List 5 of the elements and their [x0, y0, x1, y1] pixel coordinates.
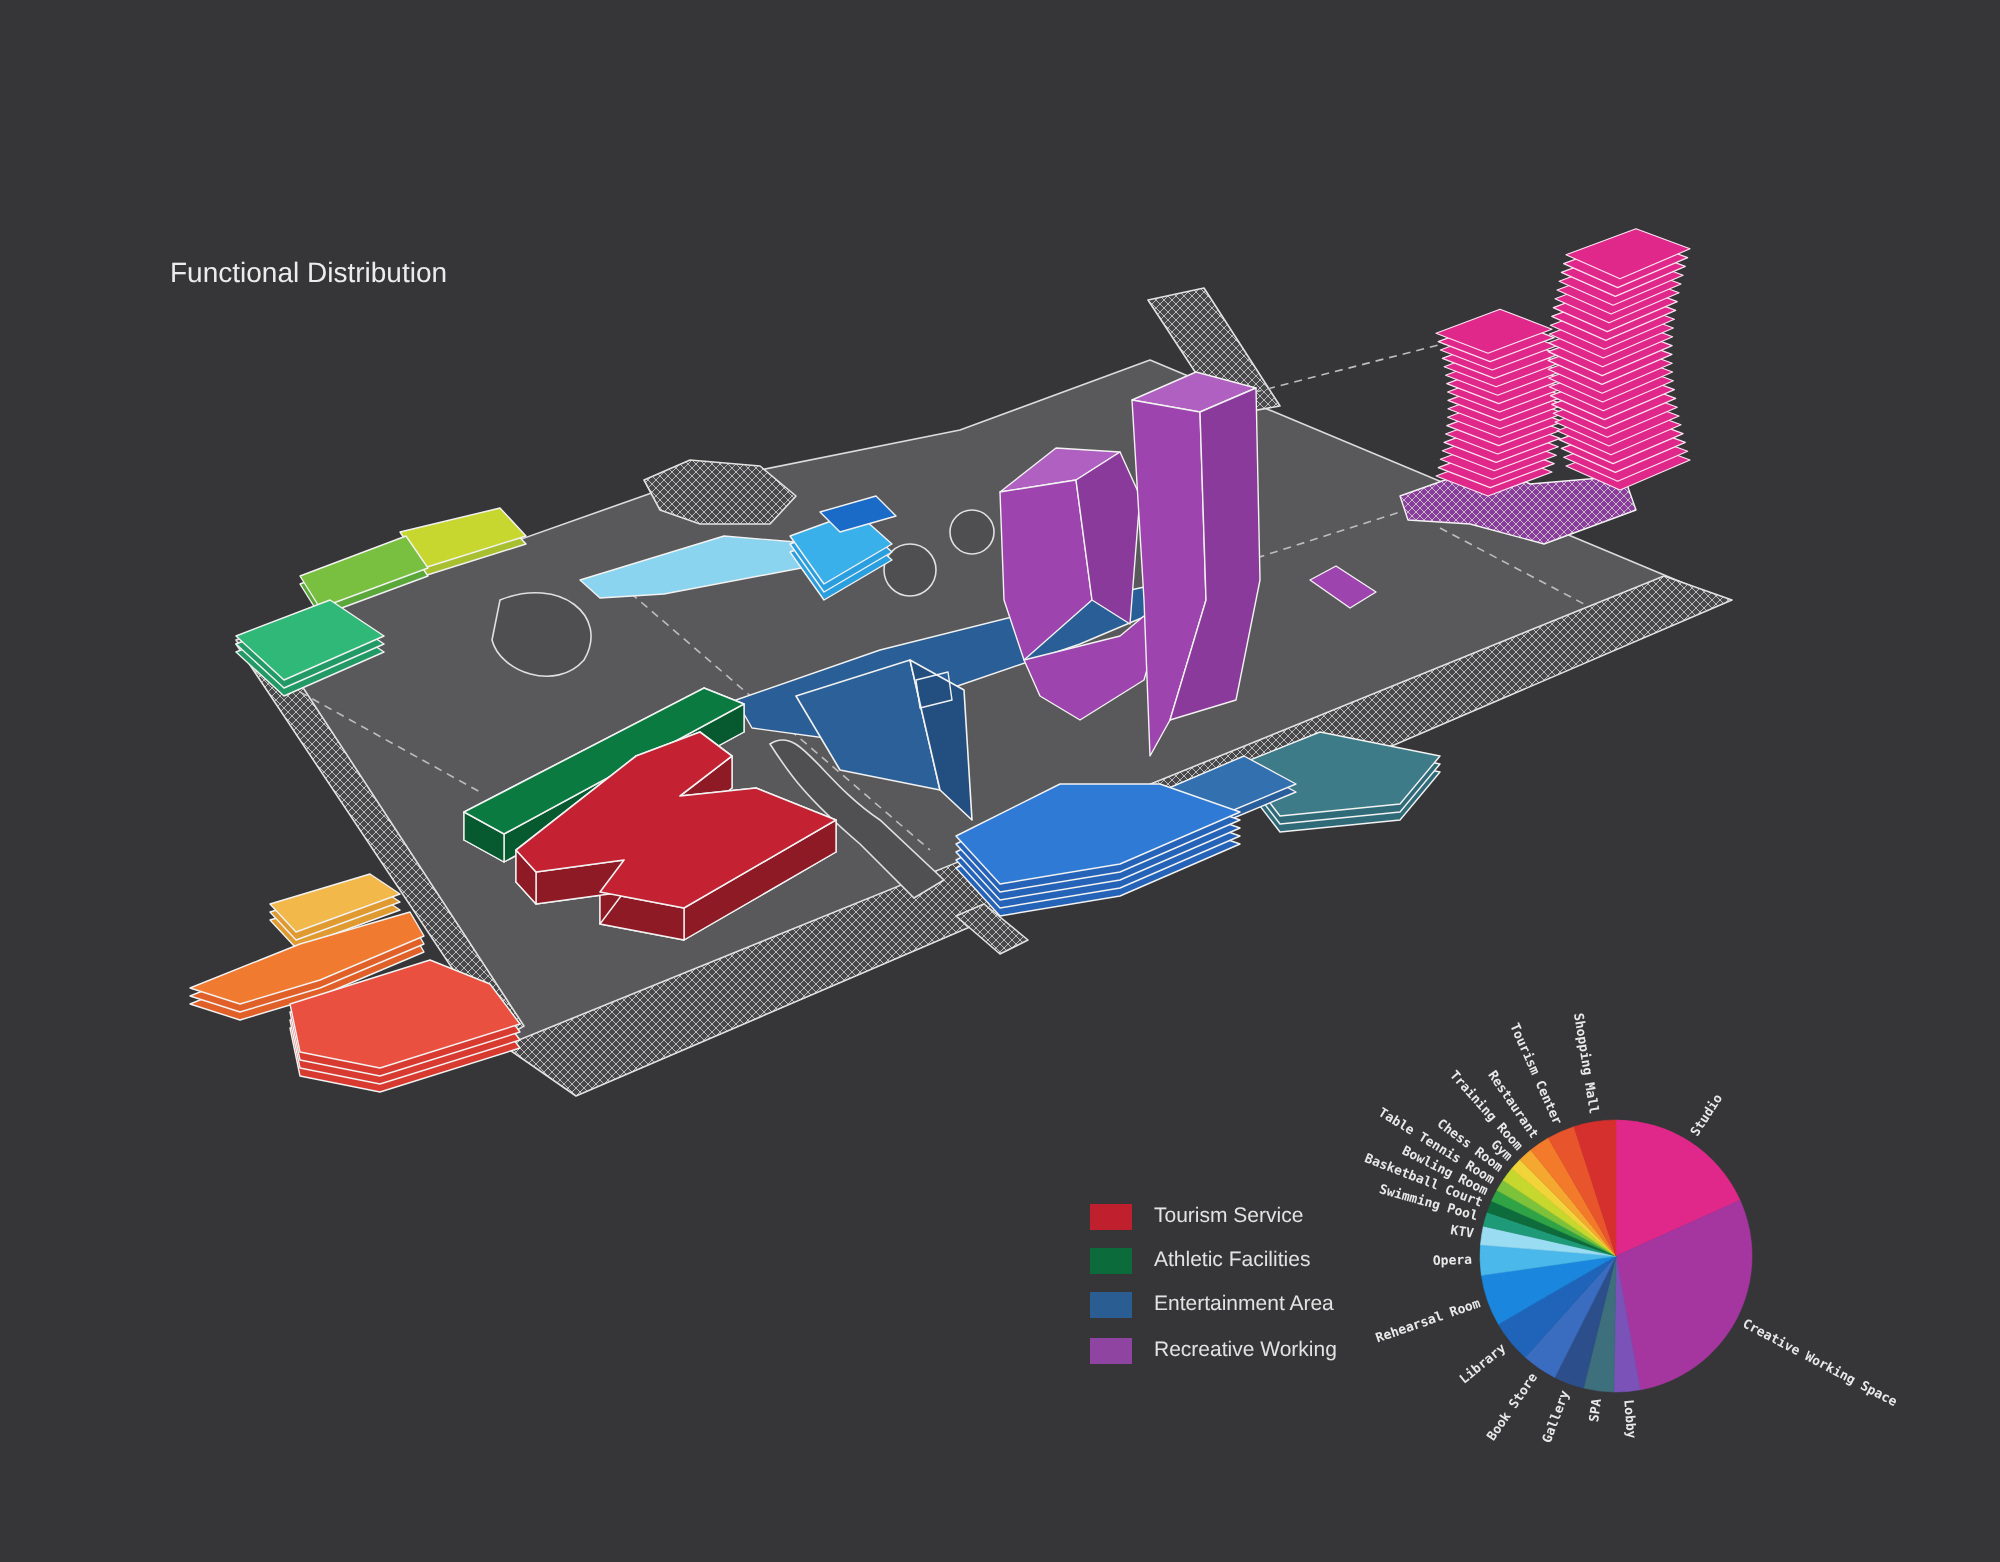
legend-label: Tourism Service [1154, 1203, 1304, 1229]
diagram-title: Functional Distribution [170, 256, 448, 288]
legend-label: Athletic Facilities [1154, 1247, 1311, 1274]
legend-label: Recreative Working [1154, 1337, 1337, 1364]
legend-label: Entertainment Area [1154, 1292, 1334, 1319]
